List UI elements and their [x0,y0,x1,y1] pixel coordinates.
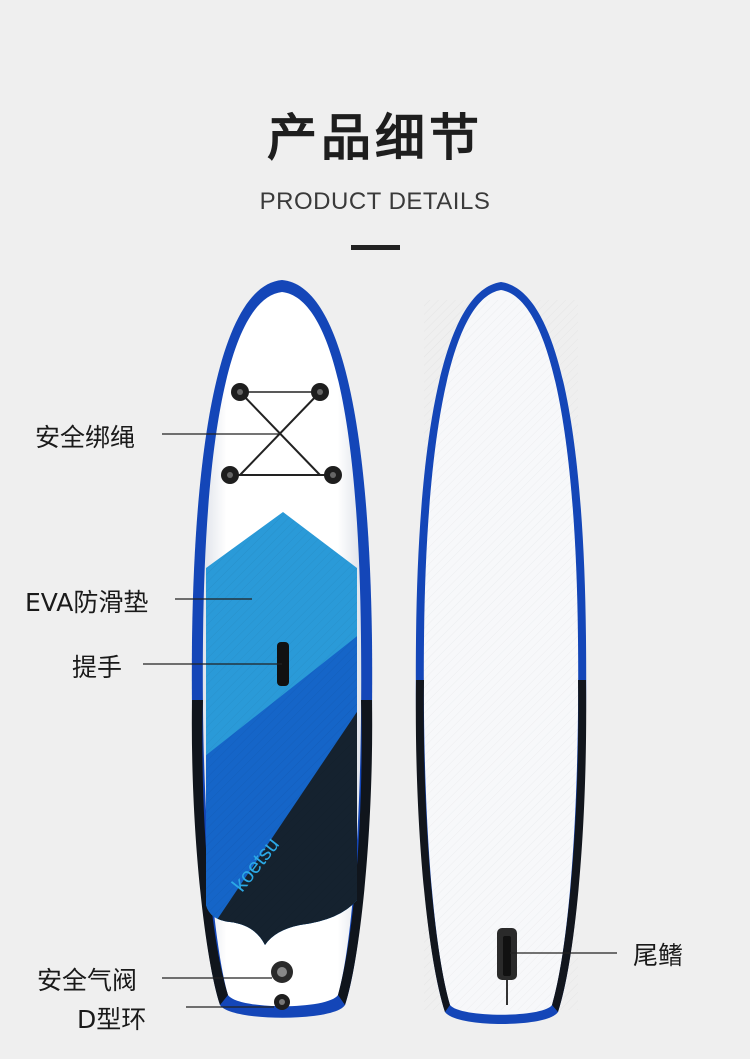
label-handle: 提手 [72,653,123,682]
page-title: 产品细节 [267,109,483,167]
eva-traction-pad [206,512,357,945]
label-d-ring: D型环 [77,1005,147,1034]
label-safety-bungee: 安全绑绳 [35,423,136,452]
label-eva-pad: EVA防滑垫 [25,588,149,617]
title-divider [351,245,400,250]
board-bottom-view [415,282,587,1024]
board-top-view: koetsu [191,280,373,1018]
carry-handle-icon [277,642,289,686]
callout-leaders [143,433,617,1008]
label-safety-valve: 安全气阀 [37,966,138,995]
page-subtitle: PRODUCT DETAILS [259,188,491,215]
bungee-cord [221,383,342,484]
label-fin: 尾鳍 [633,941,684,970]
